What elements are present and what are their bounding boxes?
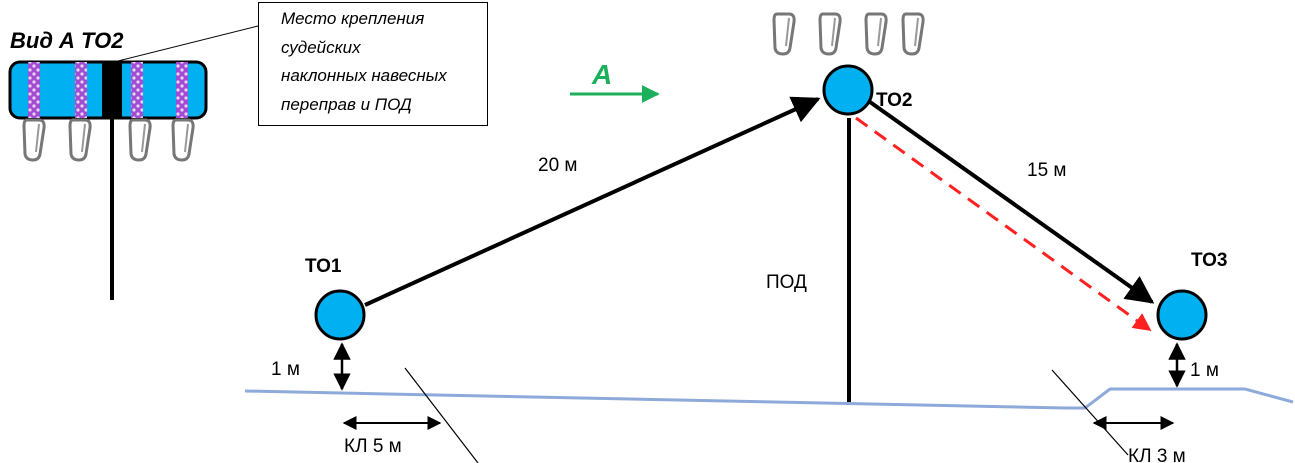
carabiner-group-view [22, 118, 195, 162]
note-line-3: наклонных навесных [281, 66, 447, 85]
control-line-right-label: КЛ 3 м [1128, 446, 1186, 463]
note-line-1: Место крепления [281, 9, 425, 28]
height-right-label: 1 м [1190, 360, 1219, 381]
control-line-right [1051, 369, 1129, 456]
span-right-length: 15 м [1027, 160, 1066, 181]
span-right-arrow [868, 100, 1155, 304]
node-to3 [1156, 289, 1208, 341]
descent-dashed-arrow [855, 116, 1152, 332]
node-label-to2: ТО2 [876, 90, 912, 111]
ground-line [244, 387, 1294, 410]
view-a-strap [8, 60, 208, 120]
control-line-left-label: КЛ 5 м [344, 436, 402, 457]
carabiner-group-top [772, 12, 925, 56]
carabiner-icon [171, 118, 195, 162]
carabiner-icon [128, 118, 152, 162]
note-line-4: переправ и ПОД [281, 95, 412, 114]
carabiner-icon [818, 12, 842, 56]
note-line-2: судейских [281, 38, 361, 57]
span-left-length: 20 м [538, 155, 577, 176]
carabiner-icon [901, 12, 925, 56]
carabiner-icon [68, 118, 92, 162]
height-left-label: 1 м [271, 359, 300, 380]
vertical-rope-label: ПОД [766, 272, 807, 293]
node-label-to3: ТО3 [1191, 250, 1227, 271]
attachment-note-box: Место крепления судейских наклонных наве… [258, 2, 488, 126]
node-label-to1: ТО1 [305, 256, 342, 277]
note-leader-line [113, 25, 259, 63]
carabiner-icon [22, 118, 46, 162]
view-direction-label: А [591, 59, 612, 90]
span-left-arrow [364, 96, 821, 307]
node-to2 [822, 64, 874, 116]
node-to1 [314, 289, 366, 341]
carabiner-icon [772, 12, 796, 56]
view-title: Вид А ТО2 [10, 28, 124, 53]
control-line-left [404, 367, 479, 463]
carabiner-icon [864, 12, 888, 56]
